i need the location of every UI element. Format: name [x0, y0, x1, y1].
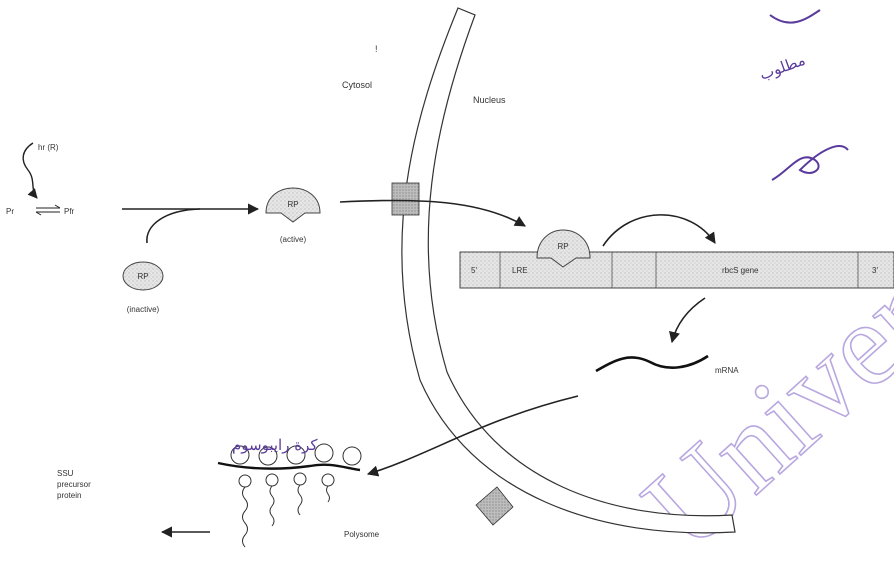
ssu-label-line1: SSU — [57, 469, 74, 478]
five-prime-label: 5' — [471, 266, 477, 275]
mrna-label: mRNA — [715, 366, 739, 375]
lre-label: LRE — [512, 266, 528, 275]
pfr-label: Pfr — [64, 207, 75, 216]
ssu-label-line2: precursor — [57, 480, 91, 489]
pr-label: Pr — [6, 207, 14, 216]
rbcs-gene-label: rbcS gene — [722, 266, 759, 275]
equilibrium-arrows — [36, 205, 60, 215]
polysome — [218, 444, 361, 547]
rp-active-symbol: RP — [287, 200, 298, 209]
mrna-strand — [596, 356, 708, 371]
nuclear-import-arrow — [340, 200, 525, 226]
inactive-branch-arrow — [147, 209, 200, 243]
nuclear-pore-lower — [476, 487, 513, 525]
nuclear-pore-upper — [392, 183, 419, 215]
light-wave-arrow — [23, 143, 37, 198]
rp-active-label: (active) — [280, 235, 307, 244]
handwritten-scribble-top — [770, 10, 820, 23]
ssu-label-line3: protein — [57, 491, 81, 500]
rp-bound-symbol: RP — [557, 242, 568, 251]
three-prime-label: 3' — [872, 266, 878, 275]
rp-inactive-label: (inactive) — [127, 305, 160, 314]
light-label: hr (R) — [38, 143, 59, 152]
handwritten-scribble-middle — [772, 146, 848, 180]
nucleus-label: Nucleus — [473, 95, 506, 105]
rp-inactive-symbol: RP — [137, 272, 148, 281]
polysome-label: Polysome — [344, 530, 380, 539]
handwritten-top-note: مطلوب — [757, 51, 807, 84]
transcription-activation-arrow — [603, 215, 715, 246]
transcription-arrow — [672, 298, 705, 342]
cytosol-label: Cytosol — [342, 80, 372, 90]
handwritten-ribosome-note: كرة رايبوسوم — [232, 436, 318, 454]
cytosol-mark: ! — [375, 44, 378, 54]
